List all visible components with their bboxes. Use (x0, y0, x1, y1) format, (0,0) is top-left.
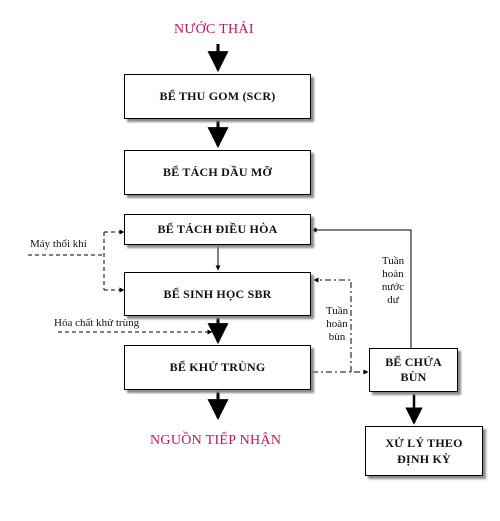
label-sludge-recycle: Tuần hoàn bùn (320, 305, 354, 344)
water-recycle-line3: nước (381, 281, 405, 293)
box-grease-separator: BỂ TÁCH DẦU MỠ (124, 150, 311, 195)
arrow-sludge-recycle (313, 277, 352, 372)
box-sludge-tank: BỂ CHỨA BÙN (369, 348, 458, 392)
title-wastewater: NƯỚC THẢI (174, 22, 254, 37)
box-collection-tank: BỂ THU GOM (SCR) (124, 74, 311, 119)
water-recycle-line2: hoàn (382, 268, 404, 280)
label-water-recycle: Tuần hoàn nước dư (376, 255, 410, 307)
arrow-water-recycle (311, 227, 412, 348)
sludge-recycle-line1: Tuần (325, 305, 349, 317)
label-disinfectant: Hóa chất khử trùng (54, 317, 140, 329)
sludge-tank-line2: BÙN (400, 370, 427, 384)
sludge-recycle-line2: hoàn (326, 318, 348, 330)
periodic-treatment-line1: XỬ LÝ THEO (385, 436, 463, 450)
box-periodic-treatment: XỬ LÝ THEO ĐỊNH KỲ (365, 426, 483, 476)
water-recycle-line4: dư (387, 294, 399, 306)
sludge-recycle-line3: bùn (328, 331, 346, 343)
periodic-treatment-line2: ĐỊNH KỲ (397, 452, 451, 466)
label-air-blower: Máy thổi khí (30, 238, 87, 250)
box-equalization-tank: BỂ TÁCH ĐIỀU HÒA (124, 214, 311, 245)
sludge-tank-line1: BỂ CHỨA (385, 355, 442, 369)
box-disinfection-tank: BỂ KHỬ TRÙNG (124, 345, 311, 390)
box-sbr-tank: BỂ SINH HỌC SBR (124, 272, 311, 316)
title-discharge: NGUỒN TIẾP NHẬN (150, 433, 282, 448)
water-recycle-line1: Tuần (381, 255, 405, 267)
